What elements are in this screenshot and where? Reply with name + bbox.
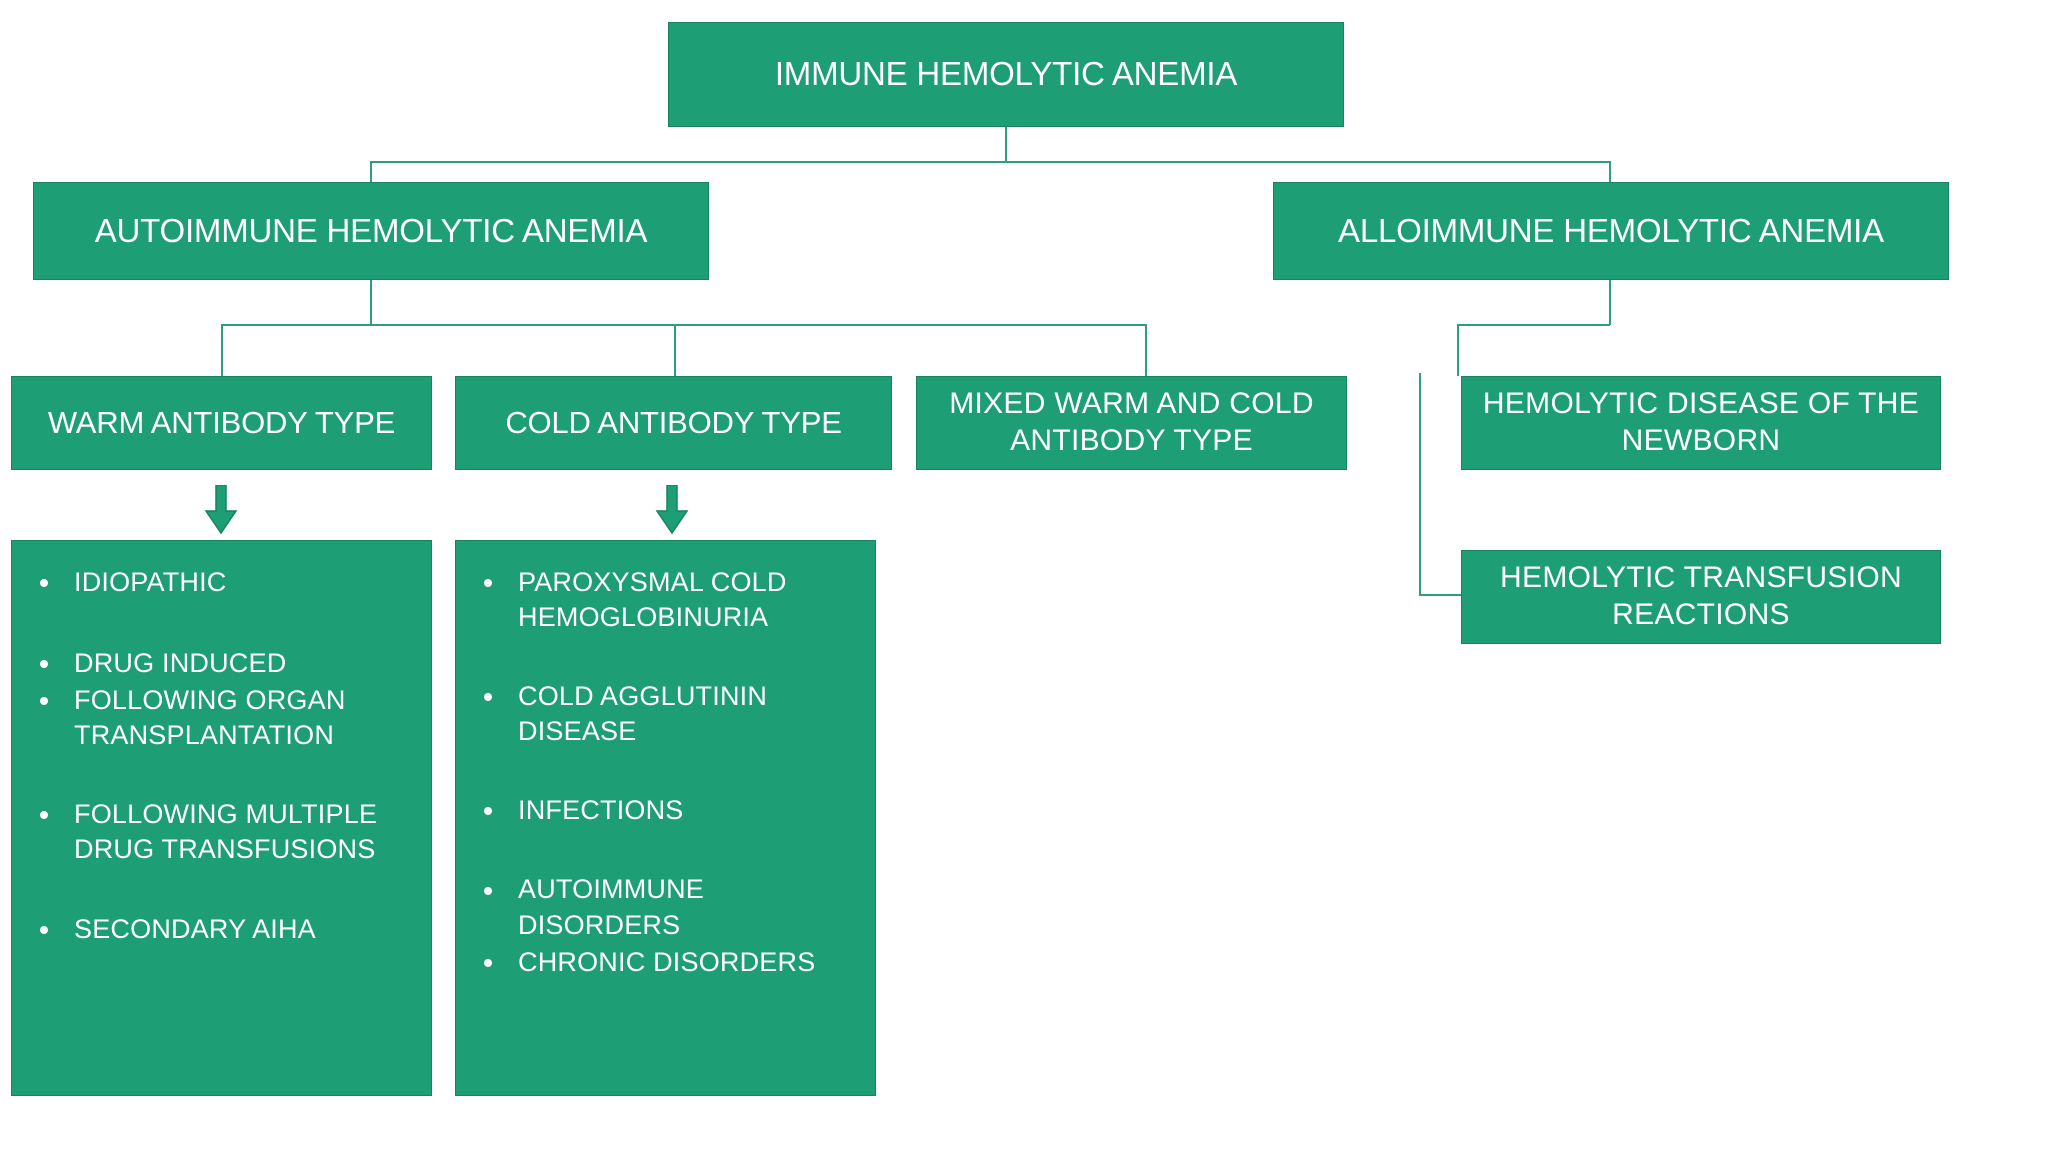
list-item[interactable]: CHRONIC DISORDERS <box>470 945 861 980</box>
connector-alloimmune-stem <box>1609 280 1611 325</box>
bullet-dot-icon <box>40 697 48 706</box>
connector-to-alloimmune <box>1609 161 1611 182</box>
node-hemolytic-transfusion-reactions[interactable]: HEMOLYTIC TRANSFUSION REACTIONS <box>1461 550 1941 644</box>
node-label: HEMOLYTIC DISEASE OF THE NEWBORN <box>1482 387 1920 457</box>
list-cold-antibody-causes[interactable]: PAROXYSMAL COLD HEMOGLOBINURIA COLD AGGL… <box>455 540 876 1096</box>
connector-to-cold <box>674 324 676 376</box>
list-item-label: FOLLOWING MULTIPLE DRUG TRANSFUSIONS <box>74 799 378 865</box>
list-item[interactable]: IDIOPATHIC <box>26 565 417 600</box>
connector-autoimmune-stem <box>370 280 372 325</box>
connector-root-stem <box>1005 127 1007 162</box>
node-alloimmune-hemolytic-anemia[interactable]: ALLOIMMUNE HEMOLYTIC ANEMIA <box>1273 182 1949 280</box>
node-autoimmune-hemolytic-anemia[interactable]: AUTOIMMUNE HEMOLYTIC ANEMIA <box>33 182 709 280</box>
list-item[interactable]: FOLLOWING ORGAN TRANSPLANTATION <box>26 683 417 753</box>
bullet-dot-icon <box>484 579 492 588</box>
node-warm-antibody-type[interactable]: WARM ANTIBODY TYPE <box>11 376 432 470</box>
connector-to-hdn <box>1457 324 1459 376</box>
list-item[interactable]: SECONDARY AIHA <box>26 912 417 947</box>
list-item[interactable]: DRUG INDUCED <box>26 646 417 681</box>
list-item-label: PAROXYSMAL COLD HEMOGLOBINURIA <box>518 567 787 633</box>
connector-root-bar <box>370 161 1610 163</box>
bullet-dot-icon <box>484 693 492 702</box>
connector-to-warm <box>221 324 223 376</box>
list-item[interactable]: FOLLOWING MULTIPLE DRUG TRANSFUSIONS <box>26 797 417 867</box>
list-item[interactable]: AUTOIMMUNE DISORDERS <box>470 872 861 942</box>
bullet-dot-icon <box>484 958 492 967</box>
connector-alloimmune-elbow <box>1457 324 1610 326</box>
bullet-dot-icon <box>40 925 48 934</box>
node-label: AUTOIMMUNE HEMOLYTIC ANEMIA <box>94 211 648 249</box>
node-mixed-warm-and-cold-antibody-type[interactable]: MIXED WARM AND COLD ANTIBODY TYPE <box>916 376 1347 470</box>
node-hemolytic-disease-of-the-newborn[interactable]: HEMOLYTIC DISEASE OF THE NEWBORN <box>1461 376 1941 470</box>
bullet-dot-icon <box>484 886 492 895</box>
bullet-dot-icon <box>484 807 492 816</box>
list-item-label: AUTOIMMUNE DISORDERS <box>518 874 705 940</box>
bullet-list: IDIOPATHIC DRUG INDUCED FOLLOWING ORGAN … <box>26 565 417 947</box>
node-label: MIXED WARM AND COLD ANTIBODY TYPE <box>949 387 1314 457</box>
node-label: WARM ANTIBODY TYPE <box>47 405 396 441</box>
node-label: HEMOLYTIC TRANSFUSION REACTIONS <box>1500 561 1902 631</box>
list-item[interactable]: PAROXYSMAL COLD HEMOGLOBINURIA <box>470 565 861 635</box>
bullet-dot-icon <box>40 579 48 588</box>
list-item[interactable]: COLD AGGLUTININ DISEASE <box>470 679 861 749</box>
list-item-label: SECONDARY AIHA <box>74 913 316 944</box>
bullet-dot-icon <box>40 660 48 669</box>
list-item-label: IDIOPATHIC <box>74 567 227 597</box>
list-item[interactable]: INFECTIONS <box>470 793 861 828</box>
node-immune-hemolytic-anemia[interactable]: IMMUNE HEMOLYTIC ANEMIA <box>668 22 1344 127</box>
list-item-label: FOLLOWING ORGAN TRANSPLANTATION <box>74 685 346 751</box>
connector-htr-rail <box>1419 373 1421 595</box>
down-arrow-icon-warm <box>204 484 238 535</box>
list-item-label: CHRONIC DISORDERS <box>518 946 816 977</box>
connector-autoimmune-bar <box>221 324 1146 326</box>
bullet-dot-icon <box>40 811 48 820</box>
list-item-label: DRUG INDUCED <box>74 648 287 679</box>
list-item-label: COLD AGGLUTININ DISEASE <box>518 681 768 747</box>
connector-to-htr <box>1419 594 1461 596</box>
connector-to-mixed <box>1145 324 1147 376</box>
down-arrow-icon-cold <box>655 484 689 535</box>
bullet-list: PAROXYSMAL COLD HEMOGLOBINURIA COLD AGGL… <box>470 565 861 980</box>
node-label: ALLOIMMUNE HEMOLYTIC ANEMIA <box>1338 211 1884 249</box>
node-cold-antibody-type[interactable]: COLD ANTIBODY TYPE <box>455 376 892 470</box>
node-label: COLD ANTIBODY TYPE <box>505 405 842 441</box>
list-warm-antibody-causes[interactable]: IDIOPATHIC DRUG INDUCED FOLLOWING ORGAN … <box>11 540 432 1096</box>
connector-to-autoimmune <box>370 161 372 182</box>
list-item-label: INFECTIONS <box>518 795 684 826</box>
node-label: IMMUNE HEMOLYTIC ANEMIA <box>774 55 1238 93</box>
